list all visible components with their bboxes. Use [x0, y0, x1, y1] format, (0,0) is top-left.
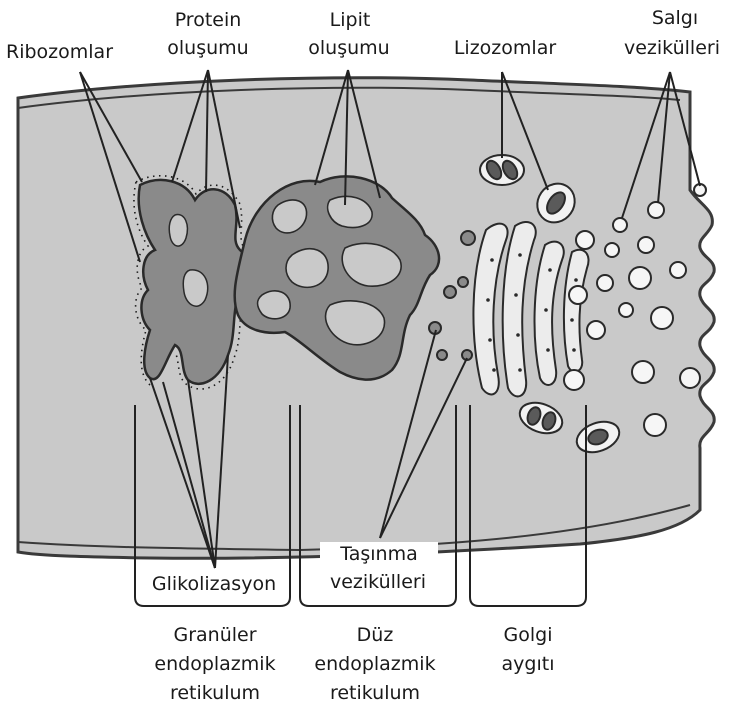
label-lizozomlar: Lizozomlar: [440, 36, 570, 60]
label-granuler-line2: endoplazmik: [145, 652, 285, 676]
label-tasinma-line2: vezikülleri: [314, 570, 442, 594]
label-lipit-line1: Lipit: [305, 8, 395, 32]
label-salgi-line2: vezikülleri: [612, 36, 732, 60]
label-protein-line2: oluşumu: [153, 36, 263, 60]
label-tasinma-line1: Taşınma: [320, 542, 438, 566]
label-glikolizasyon: Glikolizasyon: [140, 572, 288, 596]
label-protein-line1: Protein: [163, 8, 253, 32]
label-granuler-line3: retikulum: [155, 681, 275, 705]
label-lipit-line2: oluşumu: [294, 36, 404, 60]
label-duz-line3: retikulum: [315, 681, 435, 705]
label-duz-line1: Düz: [330, 623, 420, 647]
label-ribozomlar: Ribozomlar: [6, 40, 113, 64]
label-salgi-line1: Salgı: [630, 6, 720, 30]
label-golgi-line2: aygıtı: [483, 652, 573, 676]
label-granuler-line1: Granüler: [150, 623, 280, 647]
label-duz-line2: endoplazmik: [305, 652, 445, 676]
label-golgi-line1: Golgi: [483, 623, 573, 647]
